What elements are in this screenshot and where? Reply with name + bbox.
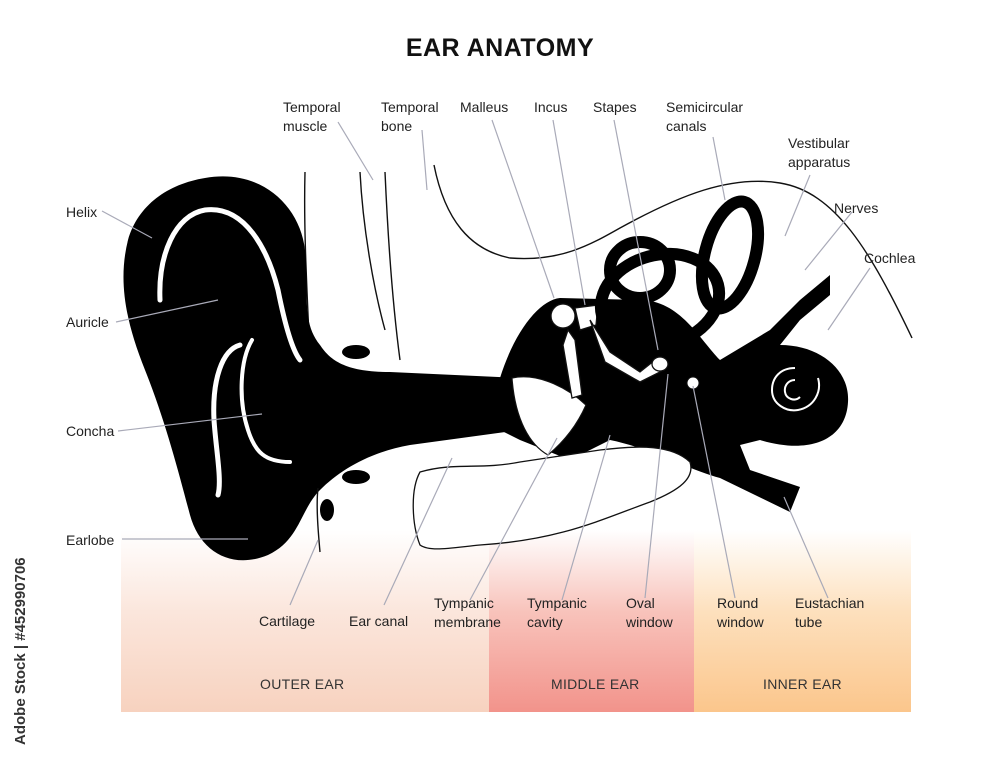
zone-label-outer-ear: OUTER EAR [260,676,345,692]
zone-label-middle-ear: MIDDLE EAR [551,676,640,692]
outer-ear-zone [121,530,489,712]
auricle-shape [123,176,521,561]
middle-ear-shape [412,195,849,550]
stock-watermark-id: Adobe Stock | #452990706 [12,557,29,745]
label-malleus: Malleus [460,99,509,115]
zone-label-inner-ear: INNER EAR [763,676,842,692]
inner-ear-zone [694,530,911,712]
label-cochlea: Cochlea [864,250,916,266]
label-stapes: Stapes [593,99,637,115]
middle-ear-zone [489,530,694,712]
page-title: EAR ANATOMY [405,34,595,62]
leader-lines [101,119,871,606]
label-cartilage: Cartilage [259,613,316,629]
label-incus: Incus [534,99,568,115]
label-auricle: Auricle [66,314,109,330]
label-helix: Helix [66,204,98,220]
label-earlobe: Earlobe [66,532,115,548]
label-concha: Concha [66,423,115,439]
label-nerves: Nerves [834,200,879,216]
label-ear-canal: Ear canal [349,613,409,629]
